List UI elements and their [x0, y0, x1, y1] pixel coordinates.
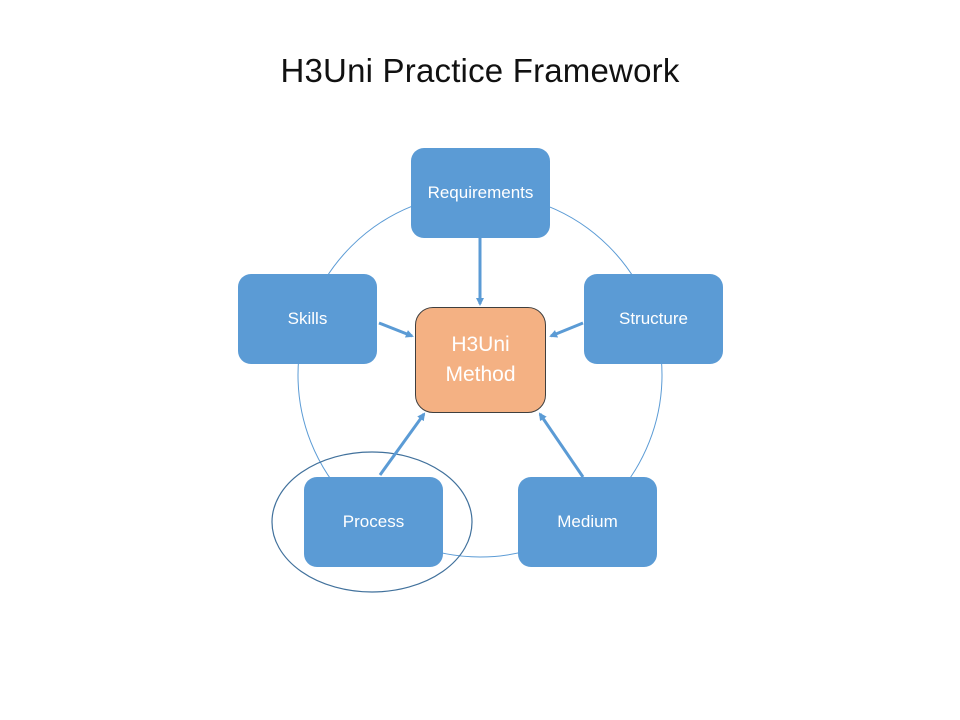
arrow-process-to-method: [378, 412, 426, 476]
node-process[interactable]: Process: [304, 477, 443, 567]
node-medium[interactable]: Medium: [518, 477, 657, 567]
center-label-line2: Method: [445, 363, 516, 386]
node-structure[interactable]: Structure: [584, 274, 723, 364]
center-label-line1: H3Uni: [451, 333, 510, 356]
node-h3uni-method[interactable]: H3Uni Method: [415, 307, 546, 413]
node-requirements-label: Requirements: [427, 183, 534, 202]
node-skills-label: Skills: [287, 309, 328, 328]
node-medium-label: Medium: [557, 512, 618, 531]
arrow-skills-to-method: [378, 321, 414, 338]
node-requirements[interactable]: Requirements: [411, 148, 550, 238]
node-skills[interactable]: Skills: [238, 274, 377, 364]
diagram-title: H3Uni Practice Framework: [280, 52, 680, 89]
arrow-medium-to-method: [538, 412, 585, 478]
process-highlight-ellipse: [271, 451, 473, 593]
node-structure-label: Structure: [619, 309, 688, 328]
node-process-label: Process: [342, 512, 405, 531]
arrow-structure-to-method: [549, 321, 584, 338]
